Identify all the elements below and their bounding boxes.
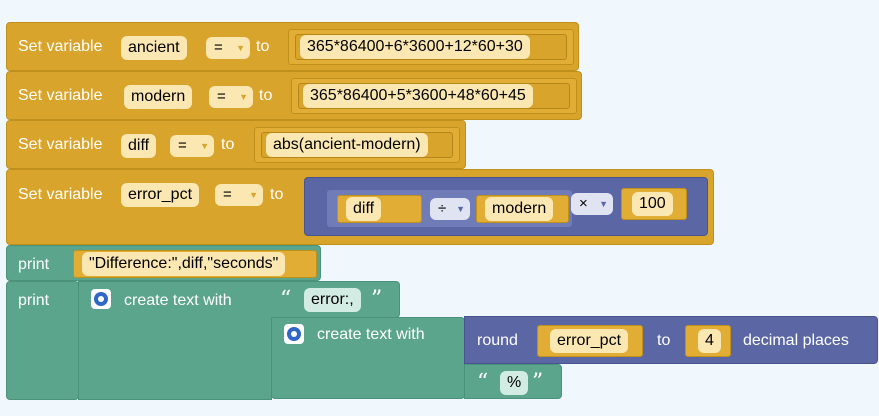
number-field[interactable]: 100 — [632, 192, 673, 216]
percent-text-block[interactable]: “ % ” — [464, 364, 562, 399]
expression-slot: abs(ancient-modern) — [254, 127, 460, 163]
variable-name-field[interactable]: modern — [124, 85, 193, 109]
round-block[interactable]: round error_pct to 4 decimal places — [464, 316, 878, 364]
close-quote-icon: ” — [532, 370, 544, 395]
set-variable-block-diff[interactable]: Set variable diff =▼ to abs(ancient-mode… — [6, 120, 466, 169]
gear-icon[interactable] — [284, 324, 304, 344]
expression-field[interactable]: abs(ancient-modern) — [266, 133, 428, 157]
expression-slot: 365*86400+6*3600+12*60+30 — [288, 29, 574, 65]
chevron-down-icon: ▼ — [456, 204, 465, 214]
print-label: print — [18, 256, 50, 273]
right-operand-slot: modern — [476, 195, 569, 223]
close-quote-icon: ” — [371, 287, 383, 312]
set-variable-block-error-pct[interactable]: Set variable error_pct =▼ to diff ÷▼ mod… — [6, 169, 714, 245]
chevron-down-icon: ▼ — [599, 199, 608, 209]
create-text-label: create text with — [124, 292, 232, 309]
print-argument-field[interactable]: "Difference:",diff,"seconds" — [82, 252, 286, 276]
print-block-1[interactable]: print "Difference:",diff,"seconds" — [6, 245, 321, 281]
chevron-down-icon: ▼ — [200, 141, 209, 151]
block-label: Set variable — [18, 136, 103, 153]
set-variable-block-ancient[interactable]: Set variable ancient =▼ to 365*86400+6*3… — [6, 22, 579, 71]
decimal-places-label: decimal places — [743, 332, 849, 349]
variable-field-diff[interactable]: diff — [346, 197, 382, 221]
expression-field[interactable]: 365*86400+6*3600+12*60+30 — [300, 35, 530, 59]
to-label: to — [657, 332, 671, 349]
text-field-percent[interactable]: % — [500, 371, 529, 395]
variable-name-field[interactable]: error_pct — [121, 183, 200, 207]
places-field[interactable]: 4 — [698, 329, 721, 353]
print-label: print — [18, 292, 50, 309]
operator-dropdown[interactable]: =▼ — [170, 135, 214, 157]
divide-block[interactable]: diff ÷▼ modern — [326, 189, 573, 228]
print-block-2[interactable]: print — [6, 281, 79, 400]
to-label: to — [259, 87, 273, 104]
multiply-block[interactable]: diff ÷▼ modern ×▼ 100 — [304, 177, 708, 236]
operator-dropdown[interactable]: =▼ — [209, 86, 253, 108]
round-variable-slot: error_pct — [537, 325, 643, 357]
expression-field[interactable]: 365*86400+5*3600+48*60+45 — [303, 84, 533, 108]
variable-field-modern[interactable]: modern — [485, 197, 554, 221]
number-slot: 100 — [621, 188, 687, 220]
to-label: to — [256, 38, 270, 55]
open-quote-icon: “ — [280, 287, 292, 312]
block-label: Set variable — [18, 87, 103, 104]
text-field-error[interactable]: error:, — [304, 288, 361, 312]
block-label: Set variable — [18, 186, 103, 203]
to-label: to — [270, 186, 284, 203]
left-operand-slot: diff — [337, 195, 422, 223]
print-argument-slot: "Difference:",diff,"seconds" — [73, 250, 317, 278]
create-text-block-inner[interactable]: create text with — [271, 317, 465, 399]
chevron-down-icon: ▼ — [236, 43, 245, 53]
chevron-down-icon: ▼ — [239, 92, 248, 102]
create-text-block-outer-body — [78, 317, 272, 400]
to-label: to — [221, 136, 235, 153]
variable-name-field[interactable]: ancient — [121, 36, 187, 60]
operator-dropdown[interactable]: =▼ — [215, 184, 263, 206]
open-quote-icon: “ — [477, 370, 489, 395]
set-variable-block-modern[interactable]: Set variable modern =▼ to 365*86400+5*36… — [6, 71, 582, 120]
expression-slot: 365*86400+5*3600+48*60+45 — [291, 78, 577, 114]
round-label: round — [477, 332, 518, 349]
variable-field-error-pct[interactable]: error_pct — [550, 329, 629, 353]
variable-name-field[interactable]: diff — [121, 134, 157, 158]
gear-icon[interactable] — [91, 289, 111, 309]
chevron-down-icon: ▼ — [249, 190, 258, 200]
operator-dropdown-multiply[interactable]: ×▼ — [571, 193, 613, 215]
operator-dropdown[interactable]: =▼ — [206, 37, 250, 59]
block-label: Set variable — [18, 38, 103, 55]
places-slot: 4 — [685, 325, 731, 357]
create-text-label: create text with — [317, 326, 425, 343]
create-text-block-outer[interactable]: create text with “ error:, ” — [78, 281, 400, 318]
operator-dropdown-divide[interactable]: ÷▼ — [430, 198, 470, 220]
